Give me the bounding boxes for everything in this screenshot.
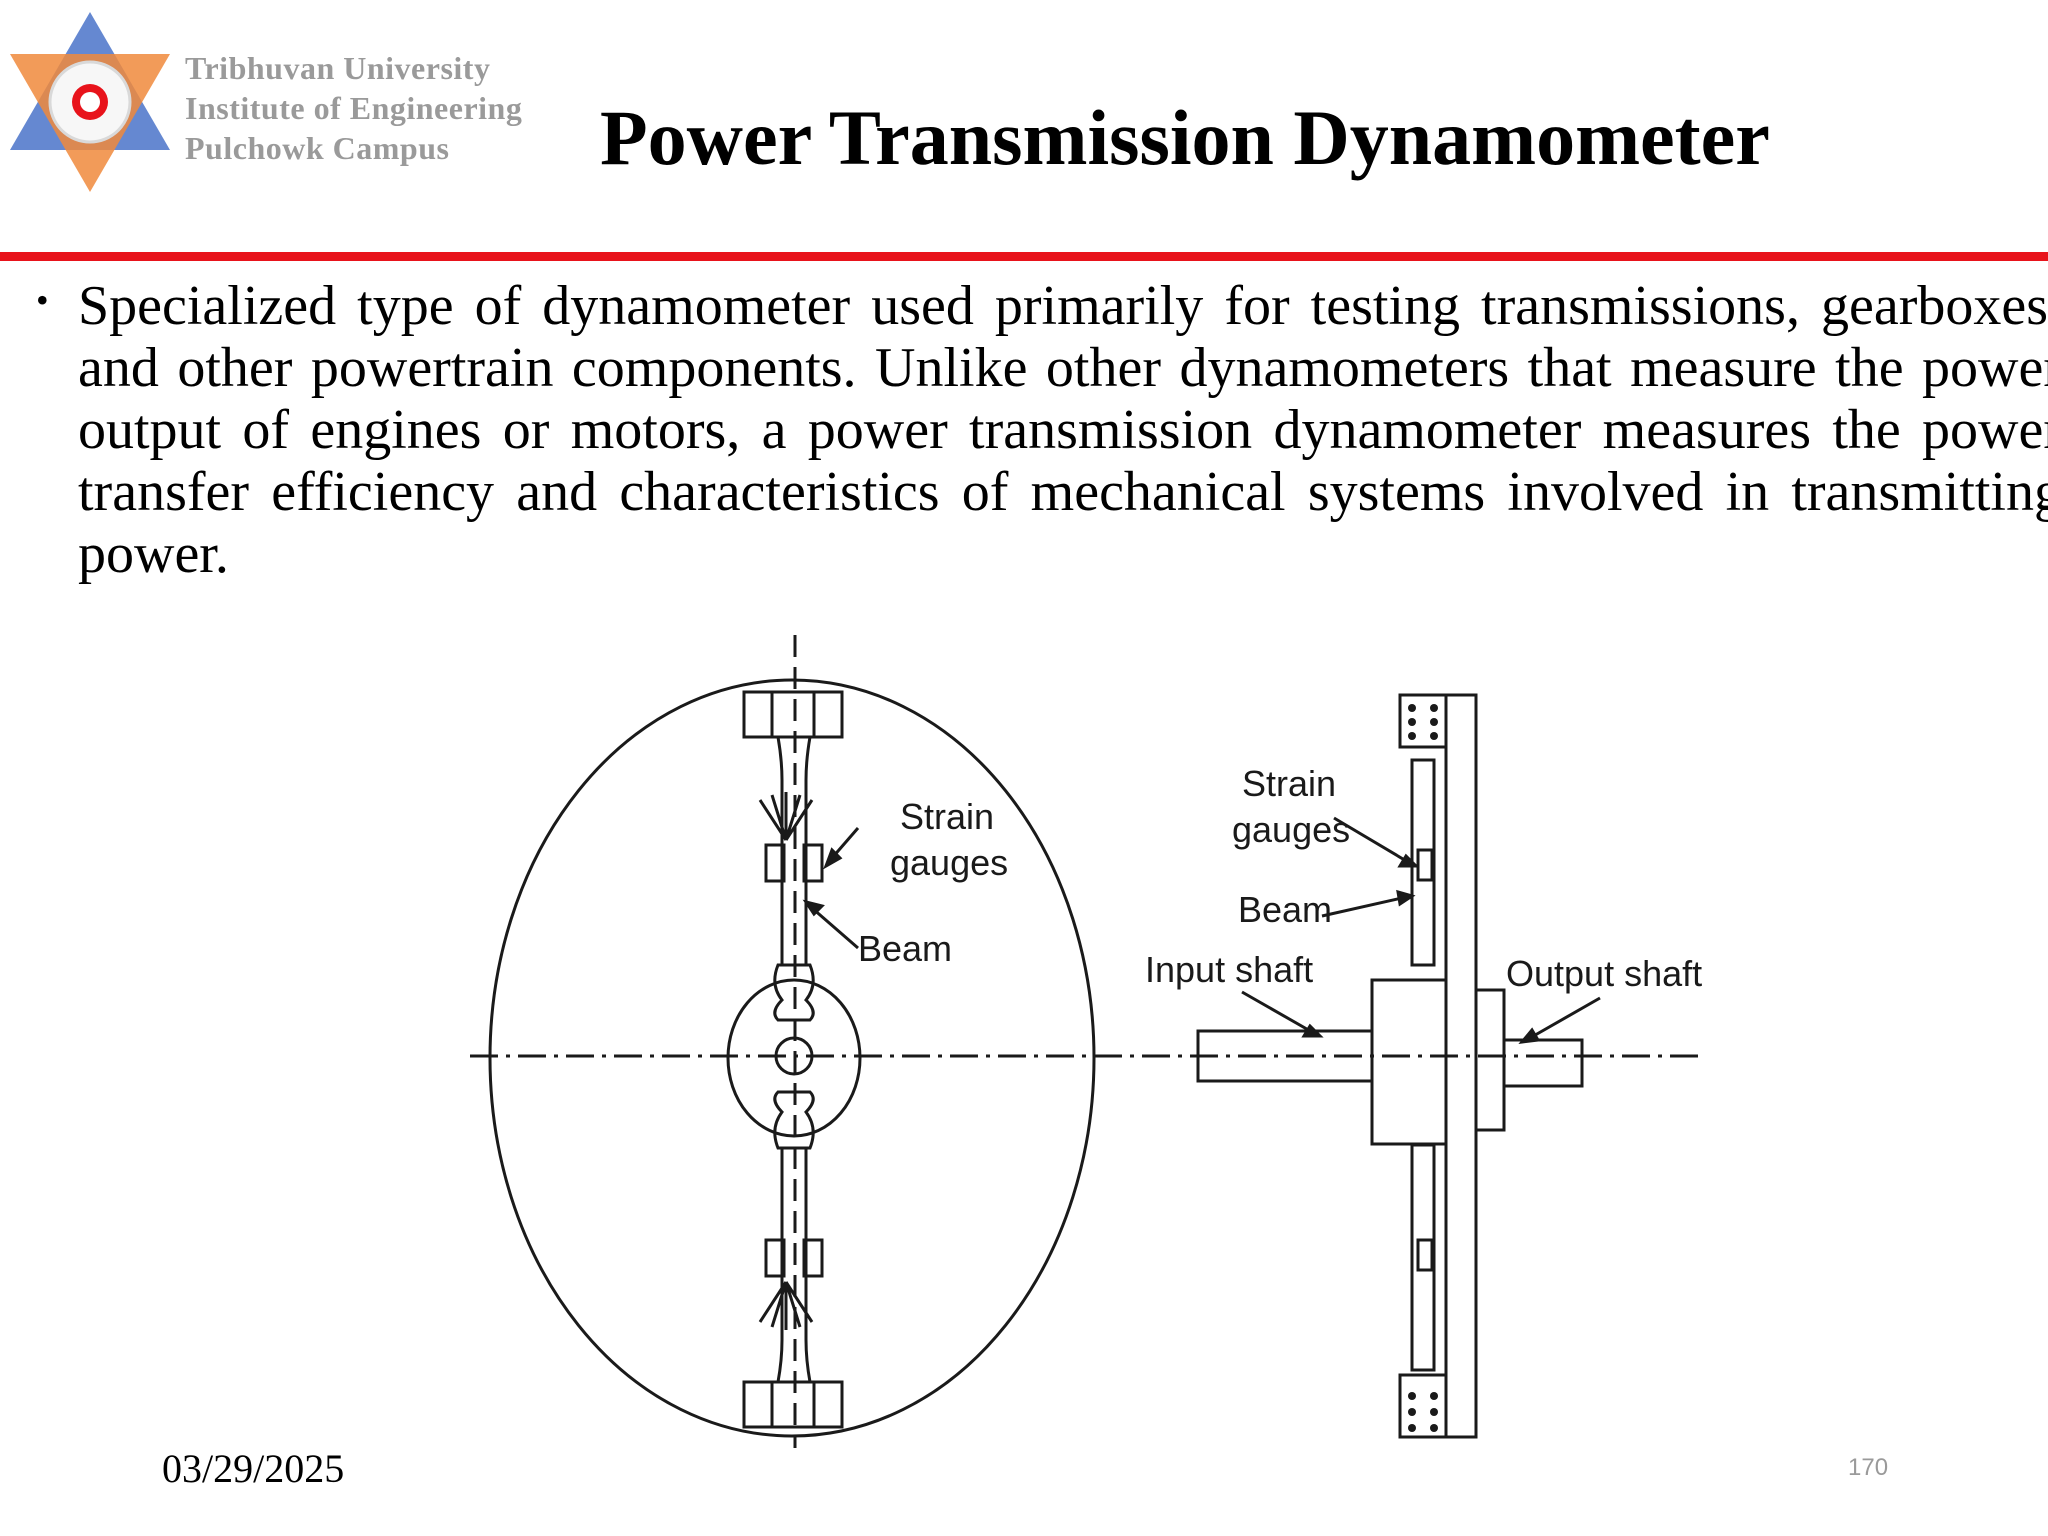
label-input-shaft: Input shaft xyxy=(1145,949,1313,990)
side-outer-plate xyxy=(1444,693,1478,1439)
side-hub xyxy=(1370,978,1448,1146)
strain-gauge-bottom-left xyxy=(764,1238,786,1278)
institution-logo: Tribhuvan University Institute of Engine… xyxy=(10,10,610,200)
logo-line-university: Tribhuvan University xyxy=(185,50,491,86)
dynamometer-diagram: Strain gauges Beam Strain gauges Beam In… xyxy=(470,635,1702,1448)
side-gauge-top xyxy=(1416,848,1434,882)
logo-line-campus: Pulchowk Campus xyxy=(185,130,450,166)
beam-top xyxy=(776,736,812,965)
disc-outline xyxy=(488,678,1096,1438)
logo-line-institute: Institute of Engineering xyxy=(185,90,523,126)
label-output-shaft: Output shaft xyxy=(1506,953,1702,994)
label-strain-gauges-front-2: gauges xyxy=(890,842,1008,883)
side-bottom-block xyxy=(1398,1373,1448,1439)
slide-number: 170 xyxy=(1848,1454,1889,1481)
title-divider xyxy=(0,252,2048,261)
hub-outline xyxy=(726,978,862,1138)
tribhuvan-emblem-icon xyxy=(10,12,170,192)
output-collar xyxy=(1474,988,1506,1132)
label-strain-gauges-front-1: Strain xyxy=(900,796,994,837)
bullet-dot-icon: • xyxy=(36,280,49,320)
label-beam-front: Beam xyxy=(858,928,952,969)
beam-bottom xyxy=(776,1148,812,1383)
bullet-text: Specialized type of dynamometer used pri… xyxy=(78,275,2048,585)
label-beam-side: Beam xyxy=(1238,889,1332,930)
output-shaft xyxy=(1504,1038,1584,1088)
strain-gauge-top-right xyxy=(802,843,824,883)
strain-gauge-top-left xyxy=(764,843,786,883)
slide-title: Power Transmission Dynamometer xyxy=(600,94,1770,181)
input-shaft xyxy=(1196,1029,1374,1083)
side-gauge-bottom xyxy=(1416,1238,1434,1272)
side-top-block xyxy=(1398,693,1448,749)
label-strain-gauges-side-1: Strain xyxy=(1242,763,1336,804)
footer-date: 03/29/2025 xyxy=(162,1446,345,1491)
strain-gauge-bottom-right xyxy=(802,1238,824,1278)
label-strain-gauges-side-2: gauges xyxy=(1232,809,1350,850)
